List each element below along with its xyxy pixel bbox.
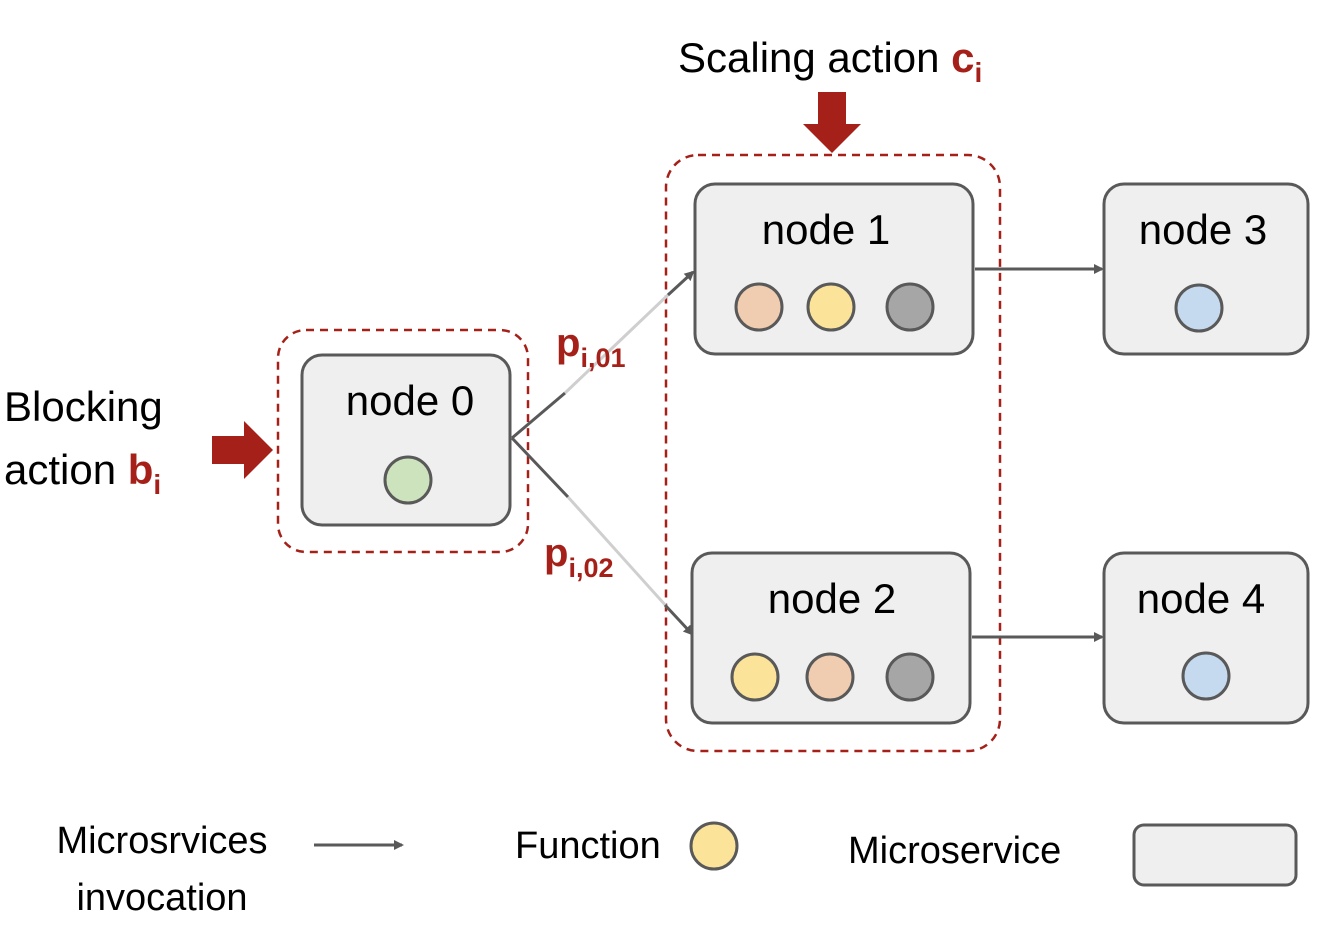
blocking-action-label-line2: action bi (4, 446, 161, 500)
function-gray-icon (885, 652, 935, 702)
node-2: node 2 (690, 551, 972, 725)
prob-label-02: pi,02 (544, 531, 613, 583)
function-blue-icon (1181, 651, 1231, 701)
legend-function-label: Function (515, 825, 661, 867)
node-1: node 1 (693, 182, 975, 356)
node-0-label: node 0 (346, 377, 474, 424)
scaling-arrow-icon (803, 92, 861, 153)
scaling-action-label: Scaling action ci (678, 34, 982, 88)
edge-node0-node1-light (563, 291, 672, 395)
legend-invocation-label-line1: Microsrvices (56, 820, 267, 862)
legend-invocation-label-line2: invocation (76, 877, 247, 919)
edge-node0-node1-head (666, 270, 695, 297)
node-3-label: node 3 (1139, 206, 1267, 253)
function-green-icon (383, 455, 433, 505)
function-orange-icon (805, 652, 855, 702)
scaling-group-box (664, 153, 1002, 753)
edge-node0-node2-light (566, 495, 669, 609)
blocking-arrow-icon (212, 421, 273, 479)
node-4: node 4 (1102, 551, 1310, 725)
blocking-action-label-line1: Blocking (4, 383, 163, 430)
legend-function-circle-icon (689, 821, 739, 871)
node-0-box (300, 353, 512, 527)
node-2-label: node 2 (768, 575, 896, 622)
node-1-label: node 1 (762, 206, 890, 253)
node-3: node 3 (1102, 182, 1310, 356)
node-4-label: node 4 (1137, 575, 1265, 622)
edge-node0-node1-dark (511, 391, 566, 440)
legend-microservice-box-icon (1132, 823, 1298, 887)
function-blue-icon (1174, 283, 1224, 333)
node-3-box (1102, 182, 1310, 356)
edge-node0-node2-dark (510, 436, 570, 499)
edge-node0-node2-head (663, 603, 694, 636)
function-gray-icon (885, 282, 935, 332)
legend: Microsrvices invocation Function Microse… (56, 820, 1298, 919)
function-orange-icon (734, 282, 784, 332)
node-4-box (1102, 551, 1310, 725)
prob-label-01: pi,01 (556, 321, 625, 373)
legend-microservice-label: Microservice (848, 830, 1061, 872)
node-0: node 0 (300, 353, 512, 527)
function-yellow-icon (730, 652, 780, 702)
function-yellow-icon (806, 282, 856, 332)
